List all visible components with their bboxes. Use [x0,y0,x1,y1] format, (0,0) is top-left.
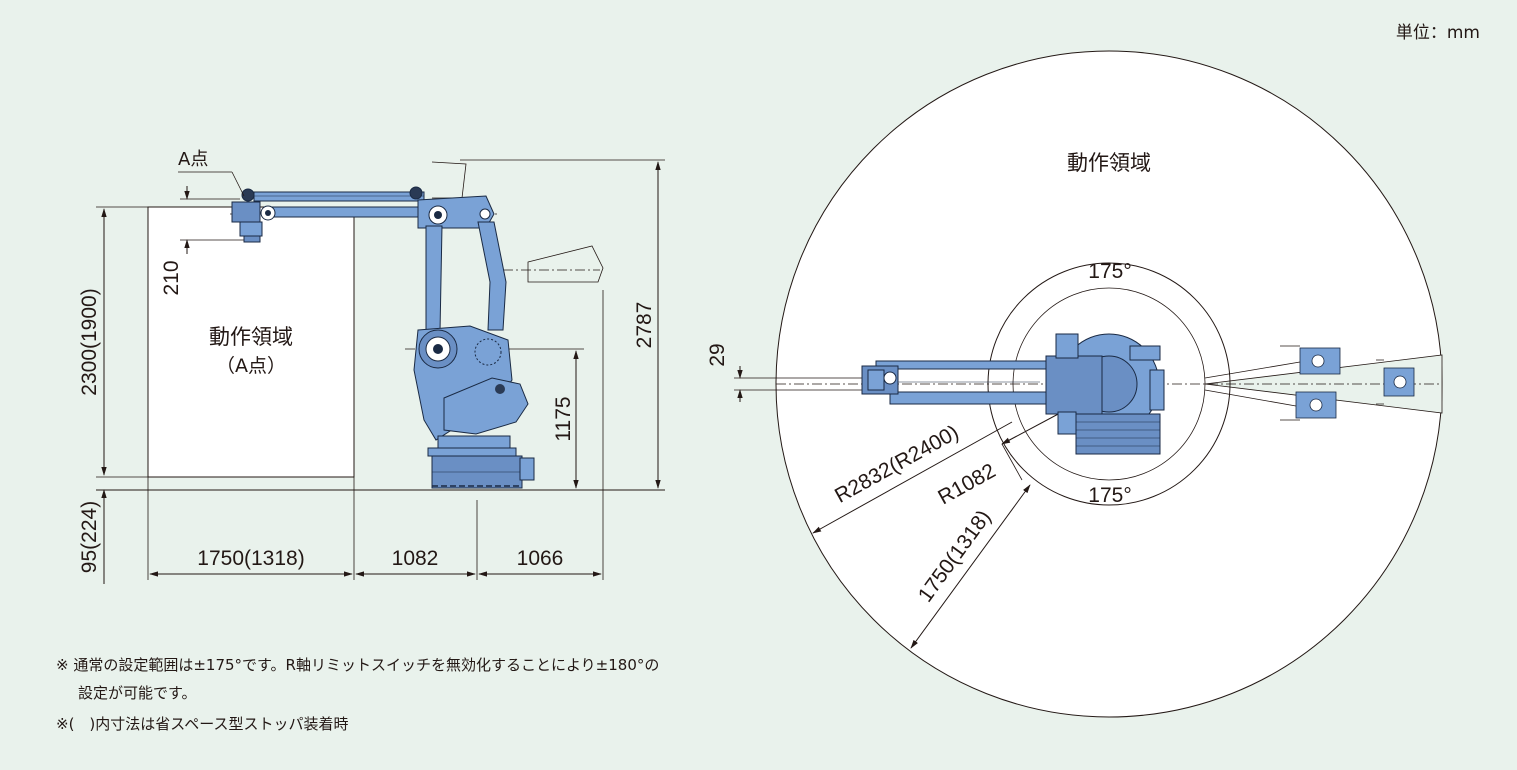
dim-height: 2300(1900) [78,288,101,395]
dim-1082: 1082 [392,547,439,570]
dim-joint-height: 1175 [552,396,575,441]
note-line-1: ※ 通常の設定範囲は±175°です。R軸リミットスイッチを無効化することにより±… [56,656,660,674]
note-line-3: ※( )内寸法は省スペース型ストッパ装着時 [56,715,349,733]
dim-below: 95(224) [78,501,101,573]
top-area-label: 動作領域 [1067,151,1151,175]
dim-1066: 1066 [517,547,564,570]
point-a-label: A点 [178,149,208,170]
dim-line-r-inner [1001,411,1063,445]
side-area-sublabel: （A点） [216,355,286,377]
dim-line-r-outer [812,421,1013,534]
dim-29: 29 [706,343,729,366]
top-view: 動作領域 175° 175° 29 R2832(R2400) R1082 175… [706,50,1443,718]
note-line-2: 設定が可能です。 [78,684,197,702]
dim-210: 210 [160,260,183,295]
top-robot [861,333,1415,455]
dim-reach: 1750(1318) [197,547,304,570]
side-area-label: 動作領域 [209,325,293,349]
unit-label: 単位：mm [1396,23,1480,43]
dim-line-top-reach [910,484,1031,649]
dim-total-height: 2787 [633,302,656,349]
angle-top: 175° [1088,260,1131,283]
side-robot [231,186,535,489]
side-motion-area [147,206,355,478]
angle-bottom: 175° [1088,484,1131,507]
side-view: A点 動作領域 （A点） 2300(1900) 95(224) 210 1750… [78,149,665,584]
